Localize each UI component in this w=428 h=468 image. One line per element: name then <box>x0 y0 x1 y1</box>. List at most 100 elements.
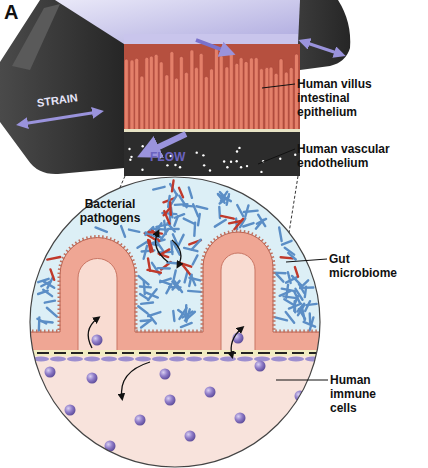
flow-particles <box>128 137 296 173</box>
commensal-bacterium <box>306 304 316 305</box>
flow-particle <box>226 166 228 168</box>
endothelial-cell <box>305 356 321 361</box>
immune-cell <box>165 395 176 406</box>
commensal-bacterium <box>288 253 296 260</box>
commensal-bacterium <box>305 287 306 297</box>
lamina-propria <box>78 259 117 353</box>
chip-villi <box>124 48 300 132</box>
endothelial-cell <box>84 356 100 361</box>
commensal-bacterium <box>188 290 201 293</box>
vascular-channel <box>20 350 340 468</box>
flow-particle <box>294 154 296 156</box>
commensal-bacterium <box>243 223 253 226</box>
commensal-bacterium <box>184 248 197 251</box>
flow-particle <box>196 151 198 153</box>
immune-cell <box>87 373 98 384</box>
chip-villus <box>159 62 163 132</box>
commensal-bacterium <box>166 284 171 293</box>
endothelial-cell <box>67 356 83 361</box>
commensal-bacterium <box>215 220 226 227</box>
commensal-bacterium <box>284 296 297 298</box>
chip-villus <box>179 56 183 132</box>
commensal-bacterium <box>148 289 157 300</box>
commensal-bacterium <box>140 294 148 300</box>
commensal-bacterium <box>153 187 164 190</box>
flow-particle <box>129 159 131 161</box>
commensal-bacterium <box>129 230 139 232</box>
flow-particle <box>235 160 237 162</box>
pathogen <box>160 249 169 254</box>
top-channel-membrane <box>55 0 300 44</box>
commensal-bacterium <box>156 224 169 227</box>
immune-cell <box>275 427 286 438</box>
leader-line <box>276 380 328 381</box>
porous-membrane <box>20 352 340 354</box>
flow-particle <box>202 154 204 156</box>
commensal-bacterium <box>160 281 170 284</box>
flow-particle <box>246 165 248 167</box>
commensal-bacterium <box>152 227 166 230</box>
endothelial-cell <box>322 356 338 361</box>
immune-cell <box>235 413 246 424</box>
commensal-bacterium <box>181 323 192 327</box>
flow-particle <box>260 171 262 173</box>
pathogen <box>281 257 293 258</box>
pathogen-label: Bacterial pathogens <box>62 197 158 225</box>
flow-particle <box>203 164 205 166</box>
lamina-propria <box>221 253 255 352</box>
endothelial-cell <box>186 356 202 361</box>
commensal-bacterium <box>292 276 301 285</box>
chip-villus <box>235 63 239 132</box>
lower-channel <box>124 130 300 176</box>
chip-membrane <box>124 129 300 132</box>
flow-particle <box>223 160 225 162</box>
chip-villus <box>254 58 258 132</box>
commensal-bacterium <box>286 312 294 323</box>
chip-villus <box>274 73 278 132</box>
commensal-bacterium <box>45 301 55 303</box>
chip-villus <box>124 59 128 132</box>
endothelium-label: Human vascular endothelium <box>297 142 409 170</box>
endothelial-cell <box>271 356 287 361</box>
pathogen <box>172 181 174 192</box>
commensal-bacterium <box>144 246 147 259</box>
commensal-bacterium <box>178 235 184 247</box>
commensal-bacterium <box>175 214 184 218</box>
top-slab <box>124 34 298 44</box>
porous-membrane <box>20 350 340 356</box>
commensal-bacterium <box>309 314 312 325</box>
commensal-bacterium <box>196 206 207 209</box>
commensal-bacterium <box>282 289 295 292</box>
commensal-bacterium <box>173 270 175 280</box>
chip-villus <box>165 75 169 132</box>
endothelial-cell <box>152 356 168 361</box>
immune-cell <box>255 361 266 372</box>
housing-edge <box>12 4 60 70</box>
pathogen <box>50 269 54 279</box>
commensal-bacterium <box>257 219 266 224</box>
zoom-circle <box>30 177 320 467</box>
pathogen <box>47 257 60 260</box>
chip-villus <box>199 53 203 132</box>
leader-line <box>286 259 327 262</box>
immune-cell <box>92 335 103 346</box>
chip-villus <box>259 69 263 132</box>
chip-villus <box>279 59 283 132</box>
flow-particle <box>141 169 143 171</box>
endothelial-cell <box>237 356 253 361</box>
flow-particle <box>209 169 211 171</box>
flow-particle <box>174 164 176 166</box>
commensal-bacterium <box>302 309 304 320</box>
endothelial-cell <box>16 356 32 361</box>
chip-villus <box>145 57 149 132</box>
commensal-bacterium <box>183 204 193 207</box>
pathogen <box>148 240 151 252</box>
chip-villus <box>265 67 269 132</box>
endothelial-cell <box>254 356 270 361</box>
chip-villus <box>154 54 158 132</box>
pathogen <box>169 202 172 215</box>
commensal-bacterium <box>244 211 258 212</box>
chip-villus <box>210 69 214 132</box>
commensal-bacterium <box>237 205 243 216</box>
endothelial-cell <box>169 356 185 361</box>
